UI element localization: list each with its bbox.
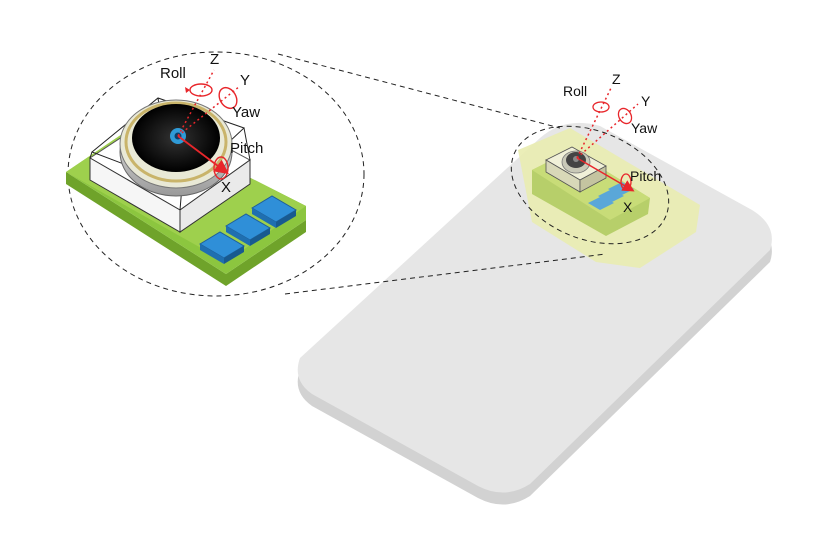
- device-label-y: Y: [641, 93, 651, 109]
- device-label-roll: Roll: [563, 83, 587, 99]
- callout-label-y: Y: [240, 72, 250, 89]
- device-label-z: Z: [612, 71, 621, 87]
- device-label-yaw: Yaw: [631, 120, 658, 136]
- callout-label-roll: Roll: [160, 65, 186, 82]
- device-label-x: X: [623, 199, 633, 215]
- callout-axes: [177, 69, 241, 180]
- zoom-connector-lines: [277, 53, 607, 295]
- callout-label-z: Z: [210, 51, 219, 68]
- device-axes: [576, 85, 639, 192]
- callout-label-yaw: Yaw: [232, 104, 260, 121]
- callout-label-x: X: [221, 179, 231, 196]
- device-sensor-module: [532, 146, 650, 236]
- callout-label-pitch: Pitch: [230, 140, 263, 157]
- chip-3: [251, 195, 297, 228]
- chip-1: [199, 231, 245, 264]
- device-zoom-ellipse: [510, 125, 670, 245]
- callout-sensor-lens: [119, 99, 233, 197]
- callout-chips: [199, 195, 297, 264]
- device-label-pitch: Pitch: [630, 168, 661, 184]
- chip-2: [225, 213, 271, 246]
